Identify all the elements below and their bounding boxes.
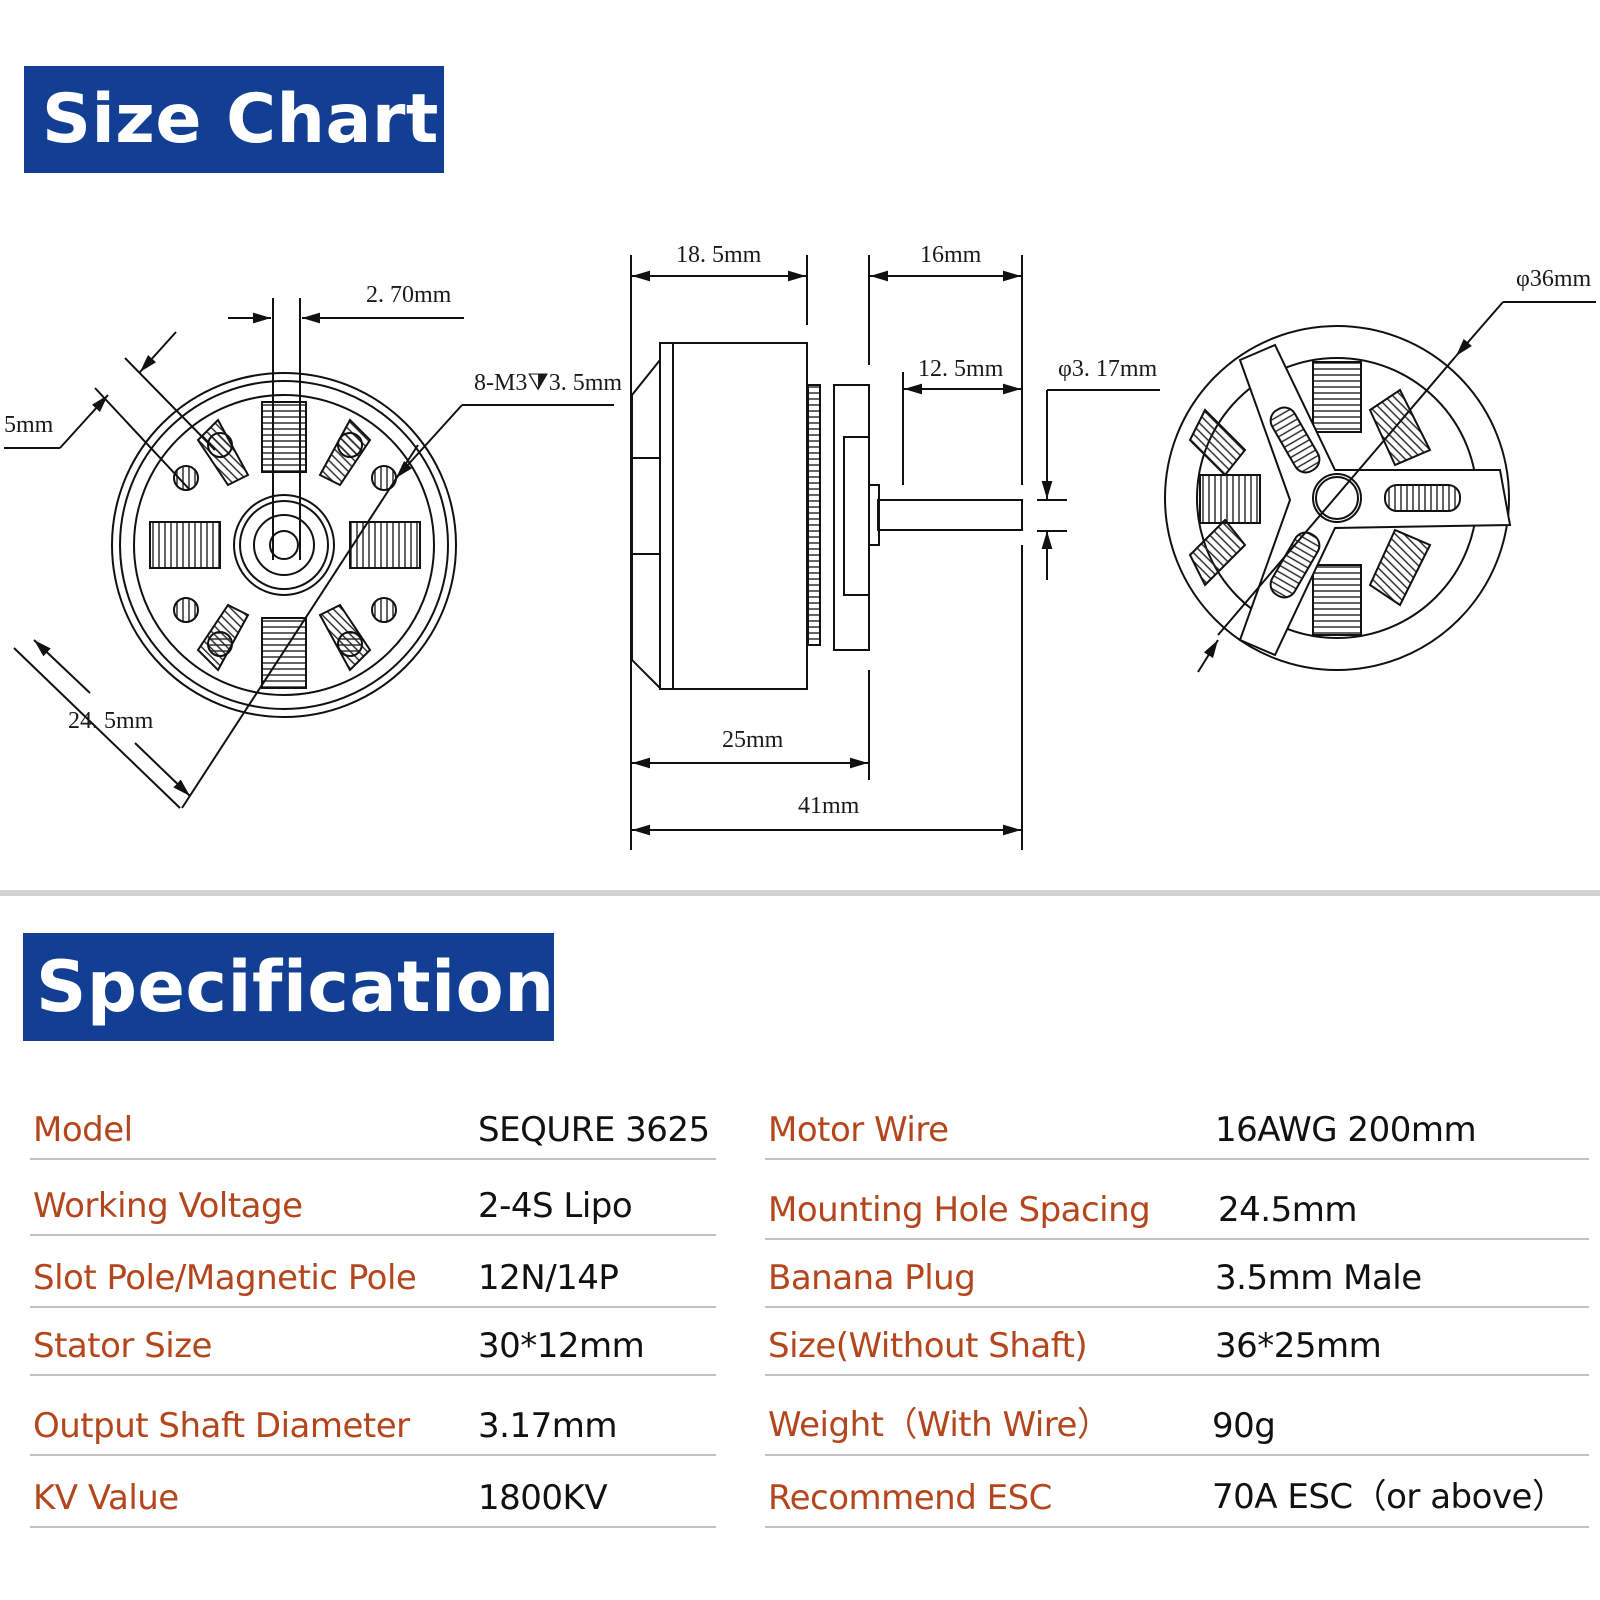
spec-value: 24.5mm	[1218, 1190, 1357, 1230]
spec-value: 3.5mm Male	[1215, 1258, 1422, 1298]
spec-row: Mounting Hole Spacing 24.5mm	[765, 1160, 1589, 1240]
spec-value: 2-4S Lipo	[478, 1186, 633, 1226]
size-chart-title: Size Chart	[24, 66, 444, 173]
spec-value: 16AWG 200mm	[1215, 1110, 1477, 1150]
spec-row: Model SEQURE 3625	[30, 1090, 716, 1160]
body-length-label: 25mm	[722, 727, 784, 753]
spec-value: 1800KV	[478, 1478, 608, 1518]
spec-label: Model	[33, 1110, 133, 1150]
shaft-total-label: 16mm	[920, 242, 982, 268]
spec-value: 36*25mm	[1215, 1326, 1382, 1366]
spec-row: Recommend ESC 70A ESC（or above）	[765, 1456, 1589, 1528]
front-view-dimensions	[4, 312, 614, 809]
spec-label: KV Value	[33, 1478, 179, 1518]
hole-spec-label: 8-M3⧩3. 5mm	[474, 370, 622, 396]
shaft-exposed-label: 12. 5mm	[918, 356, 1004, 382]
spec-row: Banana Plug 3.5mm Male	[765, 1240, 1589, 1308]
specification-title: Specification	[23, 933, 554, 1041]
spec-row: Size(Without Shaft) 36*25mm	[765, 1308, 1589, 1376]
base-depth-label: 18. 5mm	[676, 242, 762, 268]
spec-value: 3.17mm	[478, 1406, 617, 1446]
rear-view	[1164, 325, 1512, 671]
spec-label: Mounting Hole Spacing	[768, 1190, 1151, 1230]
hole-spacing-label: 24. 5mm	[68, 708, 154, 734]
section-divider	[0, 890, 1600, 896]
spec-table-left: Model SEQURE 3625 Working Voltage 2-4S L…	[30, 1090, 716, 1530]
spec-row: Stator Size 30*12mm	[30, 1308, 716, 1376]
front-view	[111, 298, 457, 718]
slot-width-label: 2. 70mm	[366, 282, 452, 308]
spec-row: KV Value 1800KV	[30, 1456, 716, 1528]
spec-value: 70A ESC（or above）	[1212, 1477, 1566, 1517]
spec-label: Working Voltage	[33, 1186, 303, 1226]
spec-row: Output Shaft Diameter 3.17mm	[30, 1376, 716, 1456]
shaft-diameter-label: φ3. 17mm	[1058, 356, 1158, 382]
spec-value: 30*12mm	[478, 1326, 645, 1366]
rear-view-dimensions	[1197, 301, 1596, 673]
spec-label: Slot Pole/Magnetic Pole	[33, 1258, 417, 1298]
spec-value: 90g	[1212, 1406, 1276, 1446]
spec-label: Output Shaft Diameter	[33, 1406, 410, 1446]
spec-label: Recommend ESC	[768, 1478, 1052, 1518]
spec-table-right: Motor Wire 16AWG 200mm Mounting Hole Spa…	[765, 1090, 1589, 1530]
spec-label: Banana Plug	[768, 1258, 976, 1298]
motor-dimension-drawing: 2. 70mm 8-M3⧩3. 5mm 5mm 24. 5mm 18. 5mm …	[4, 242, 1596, 850]
rear-diameter-label: φ36mm	[1516, 266, 1592, 292]
spec-label: Stator Size	[33, 1326, 212, 1366]
spec-label: Motor Wire	[768, 1110, 949, 1150]
spec-row: Weight（With Wire） 90g	[765, 1376, 1589, 1456]
hole-edge-label: 5mm	[4, 412, 54, 438]
total-length-label: 41mm	[798, 793, 860, 819]
spec-label: Weight（With Wire）	[768, 1405, 1111, 1445]
side-view-dimensions	[630, 255, 1160, 850]
spec-row: Slot Pole/Magnetic Pole 12N/14P	[30, 1236, 716, 1308]
spec-row: Motor Wire 16AWG 200mm	[765, 1090, 1589, 1160]
side-view	[631, 342, 1023, 690]
spec-value: SEQURE 3625	[478, 1110, 710, 1150]
spec-label: Size(Without Shaft)	[768, 1326, 1088, 1366]
spec-row: Working Voltage 2-4S Lipo	[30, 1160, 716, 1236]
spec-value: 12N/14P	[478, 1258, 619, 1298]
